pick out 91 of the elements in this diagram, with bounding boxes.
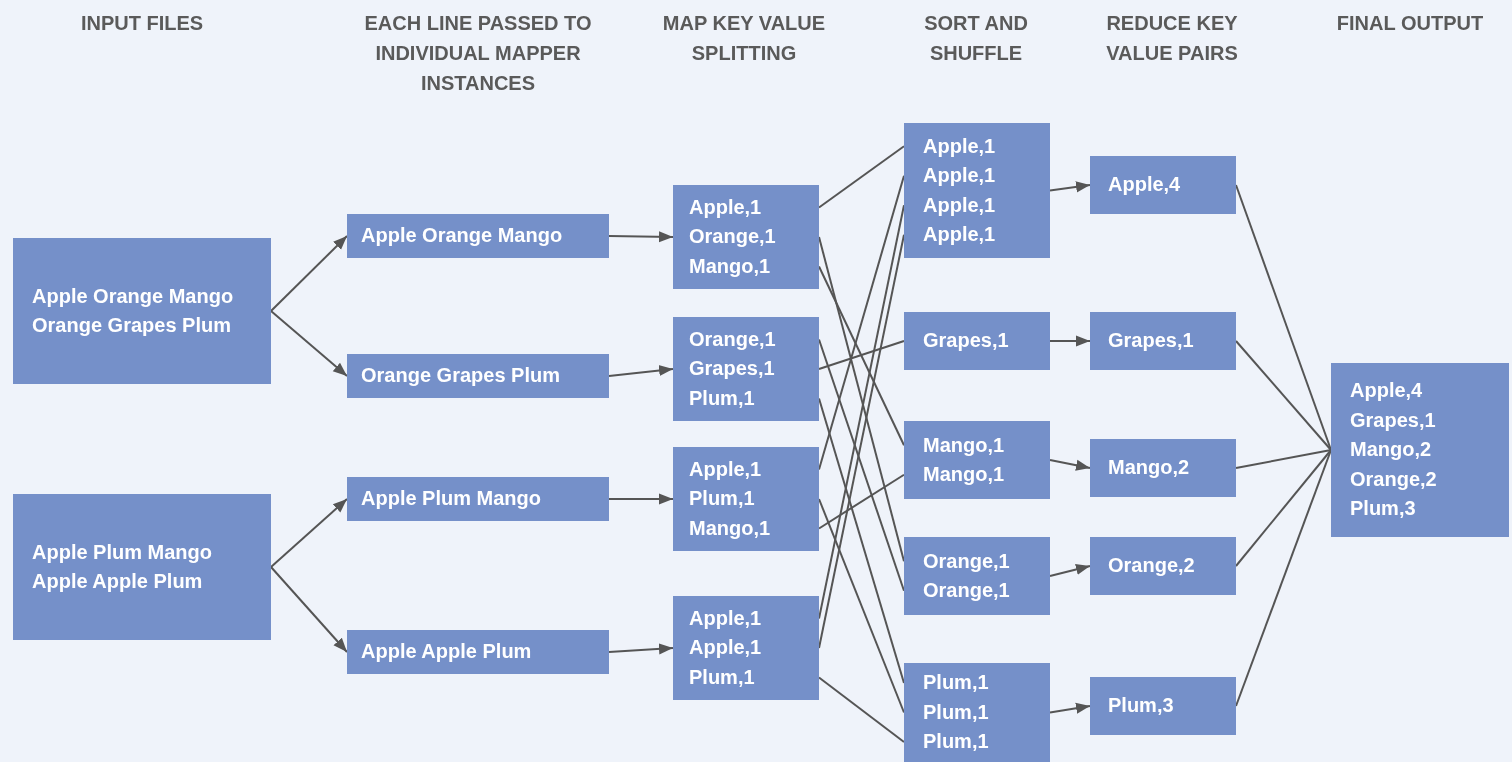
box-label: Apple,1 xyxy=(689,605,762,631)
process-box xyxy=(673,317,819,421)
box-label: Grapes,1 xyxy=(1108,328,1194,354)
process-box xyxy=(1331,363,1509,537)
arrow xyxy=(608,231,674,243)
process-box xyxy=(904,123,1050,258)
process-box xyxy=(13,238,271,384)
process-box xyxy=(1090,312,1236,370)
box-label: Plum,1 xyxy=(923,670,989,696)
box-label: Apple Orange Mango xyxy=(361,223,563,249)
box-label: Apple Plum Mango xyxy=(361,486,541,512)
box-label: Apple,1 xyxy=(689,456,762,482)
connector-line xyxy=(1235,340,1332,451)
process-box xyxy=(1090,156,1236,214)
box-label: Apple,1 xyxy=(923,163,996,188)
box-label: Apple,4 xyxy=(1350,378,1423,404)
box-label: Plum,1 xyxy=(689,486,755,512)
arrow xyxy=(608,364,674,377)
column-heading: INPUT FILES xyxy=(79,11,205,36)
connector-line xyxy=(818,473,905,530)
box-label: Apple,1 xyxy=(923,222,996,247)
box-label: Mango,2 xyxy=(1350,437,1432,463)
box-label: Plum,1 xyxy=(689,385,755,411)
box-label: Orange Grapes Plum xyxy=(361,363,560,389)
box-label: Grapes,1 xyxy=(689,356,775,382)
box-label: Plum,3 xyxy=(1108,693,1174,719)
process-box xyxy=(904,312,1050,370)
arrow xyxy=(270,566,348,653)
box-label: Orange,1 xyxy=(689,326,776,352)
connector-line xyxy=(818,498,905,714)
column-heading: MAP KEY VALUE SPLITTING xyxy=(661,11,827,66)
box-label: Mango,1 xyxy=(689,253,771,279)
box-label: Plum,1 xyxy=(689,664,755,690)
box-label: Apple Orange Mango xyxy=(32,283,234,309)
connector-line xyxy=(1235,449,1332,567)
connector-line xyxy=(1235,449,1332,469)
box-label: Orange,1 xyxy=(923,548,1010,574)
connector-line xyxy=(818,676,905,743)
box-label: Apple Apple Plum xyxy=(361,639,532,665)
process-box xyxy=(904,663,1050,762)
process-box xyxy=(13,494,271,640)
arrow xyxy=(1049,335,1091,347)
process-box xyxy=(1090,677,1236,735)
process-box xyxy=(673,447,819,551)
process-box xyxy=(347,214,609,258)
box-label: Apple Plum Mango xyxy=(32,539,212,565)
arrow xyxy=(270,235,348,312)
arrow xyxy=(1049,702,1091,714)
box-label: Apple,1 xyxy=(689,635,762,661)
process-box xyxy=(904,421,1050,499)
process-box xyxy=(673,185,819,289)
box-label: Grapes,1 xyxy=(1350,407,1436,433)
box-label: Grapes,1 xyxy=(923,328,1009,354)
column-heading: REDUCE KEY VALUE PAIRS xyxy=(1105,11,1239,66)
process-box xyxy=(904,537,1050,615)
process-box xyxy=(347,630,609,674)
arrow xyxy=(1049,563,1091,577)
process-box xyxy=(347,477,609,521)
arrow xyxy=(270,498,348,568)
connector-line xyxy=(818,265,905,447)
box-label: Orange,1 xyxy=(923,578,1010,603)
box-label: Plum,3 xyxy=(1350,496,1416,522)
arrow xyxy=(608,493,674,505)
box-label: Orange,2 xyxy=(1108,553,1195,579)
box-label: Orange,1 xyxy=(689,224,776,250)
box-label: Plum,1 xyxy=(923,699,989,725)
connector-line xyxy=(818,340,905,370)
box-label: Apple,1 xyxy=(923,133,996,159)
box-label: Apple,4 xyxy=(1108,172,1181,198)
box-label: Apple Apple Plum xyxy=(32,569,203,594)
box-label: Mango,1 xyxy=(923,462,1005,487)
box-label: Orange,2 xyxy=(1350,466,1437,492)
box-label: Apple,1 xyxy=(923,192,996,218)
box-label: Mango,1 xyxy=(689,515,771,541)
arrow xyxy=(270,310,348,377)
box-label: Apple,1 xyxy=(689,194,762,220)
column-heading: FINAL OUTPUT xyxy=(1335,11,1485,36)
process-box xyxy=(1090,439,1236,497)
box-label: Plum,1 xyxy=(923,729,989,755)
box-label: Mango,2 xyxy=(1108,455,1190,481)
process-box xyxy=(673,596,819,700)
box-label: Mango,1 xyxy=(923,432,1005,458)
process-box xyxy=(1090,537,1236,595)
box-label: Orange Grapes Plum xyxy=(32,313,231,338)
column-heading: SORT AND SHUFFLE xyxy=(923,11,1029,66)
arrow xyxy=(608,643,674,655)
connector-line xyxy=(818,145,905,209)
column-heading: EACH LINE PASSED TO INDIVIDUAL MAPPER INSTANCES xyxy=(363,11,593,96)
arrow xyxy=(1049,181,1091,193)
process-box xyxy=(347,354,609,398)
arrow xyxy=(1049,459,1091,471)
